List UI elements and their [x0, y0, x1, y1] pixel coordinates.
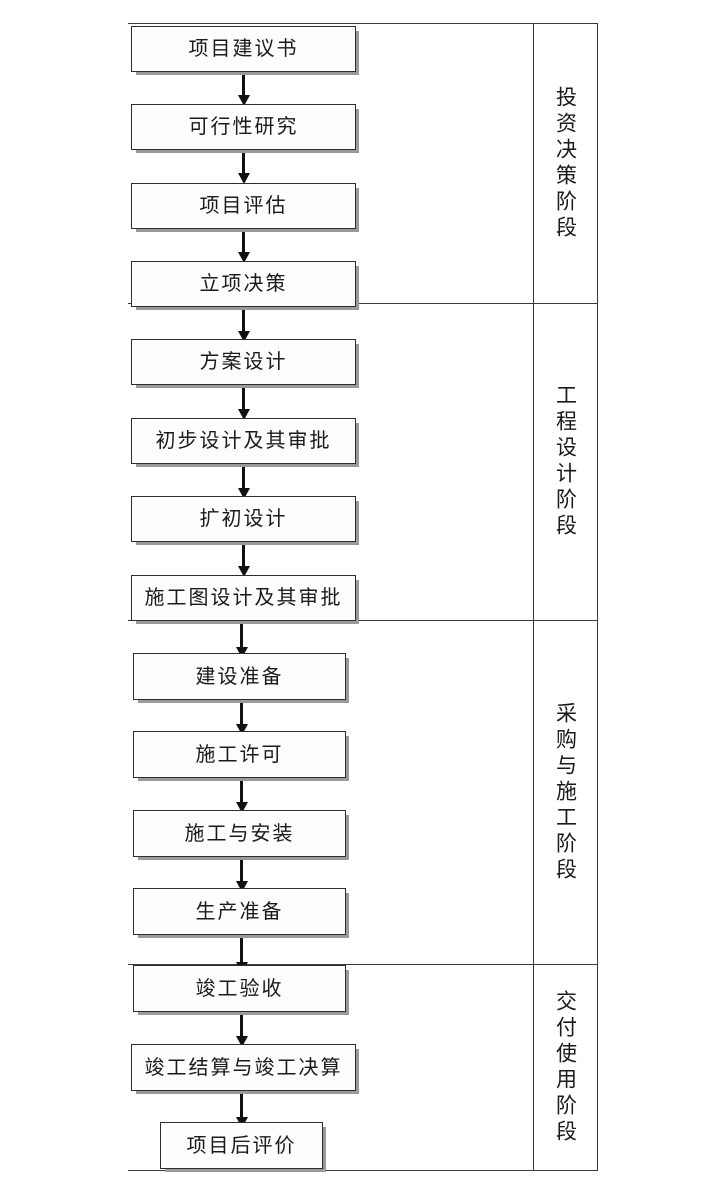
frame-top-border	[128, 23, 598, 24]
frame-bottom-border	[128, 1170, 598, 1171]
process-node-7[interactable]: 扩初设计	[131, 496, 356, 542]
process-node-5[interactable]: 方案设计	[131, 339, 356, 385]
phase-label: 工程设计阶段	[553, 384, 578, 540]
process-node-9[interactable]: 建设准备	[133, 653, 346, 700]
process-node-8[interactable]: 施工图设计及其审批	[131, 575, 356, 621]
process-node-label: 方案设计	[199, 351, 288, 373]
phase-label: 采购与施工阶段	[553, 701, 578, 884]
frame-right-border	[597, 23, 598, 1171]
frame-divider-phase2-phase3	[128, 620, 598, 621]
process-node-14[interactable]: 竣工结算与竣工决算	[131, 1044, 356, 1091]
phase-label: 交付使用阶段	[553, 989, 578, 1146]
process-node-label: 生产准备	[195, 900, 284, 923]
process-node-label: 项目建议书	[188, 38, 299, 60]
process-node-13[interactable]: 竣工验收	[133, 965, 346, 1012]
process-node-label: 初步设计及其审批	[155, 430, 332, 452]
process-node-label: 施工与安装	[184, 822, 295, 845]
phase-column-engineering-design: 工程设计阶段	[534, 304, 597, 620]
process-node-10[interactable]: 施工许可	[133, 731, 346, 778]
process-node-label: 扩初设计	[199, 508, 288, 530]
process-node-12[interactable]: 生产准备	[133, 888, 346, 935]
process-node-2[interactable]: 可行性研究	[131, 104, 356, 150]
process-node-label: 项目评估	[199, 195, 288, 217]
process-node-6[interactable]: 初步设计及其审批	[131, 418, 356, 464]
process-node-1[interactable]: 项目建议书	[131, 26, 356, 72]
process-node-15[interactable]: 项目后评价	[160, 1122, 323, 1169]
frame-divider-phase1-phase2	[128, 303, 598, 304]
process-node-label: 竣工结算与竣工决算	[144, 1056, 343, 1079]
phase-column-investment-decision: 投资决策阶段	[534, 24, 597, 303]
process-node-label: 施工许可	[195, 743, 284, 766]
phase-column-procurement-construction: 采购与施工阶段	[534, 621, 597, 964]
process-node-label: 项目后评价	[186, 1134, 297, 1157]
frame-column-divider	[533, 23, 534, 1171]
process-node-label: 竣工验收	[195, 977, 284, 1000]
process-node-3[interactable]: 项目评估	[131, 183, 356, 229]
process-node-label: 可行性研究	[188, 116, 299, 138]
phase-column-delivery-use: 交付使用阶段	[534, 965, 597, 1170]
process-node-4[interactable]: 立项决策	[131, 261, 356, 307]
frame-divider-phase3-phase4	[128, 964, 598, 965]
process-node-label: 立项决策	[199, 273, 288, 295]
process-node-label: 施工图设计及其审批	[144, 587, 343, 609]
process-node-label: 建设准备	[195, 665, 284, 688]
phase-label: 投资决策阶段	[553, 85, 578, 242]
process-node-11[interactable]: 施工与安装	[133, 810, 346, 857]
